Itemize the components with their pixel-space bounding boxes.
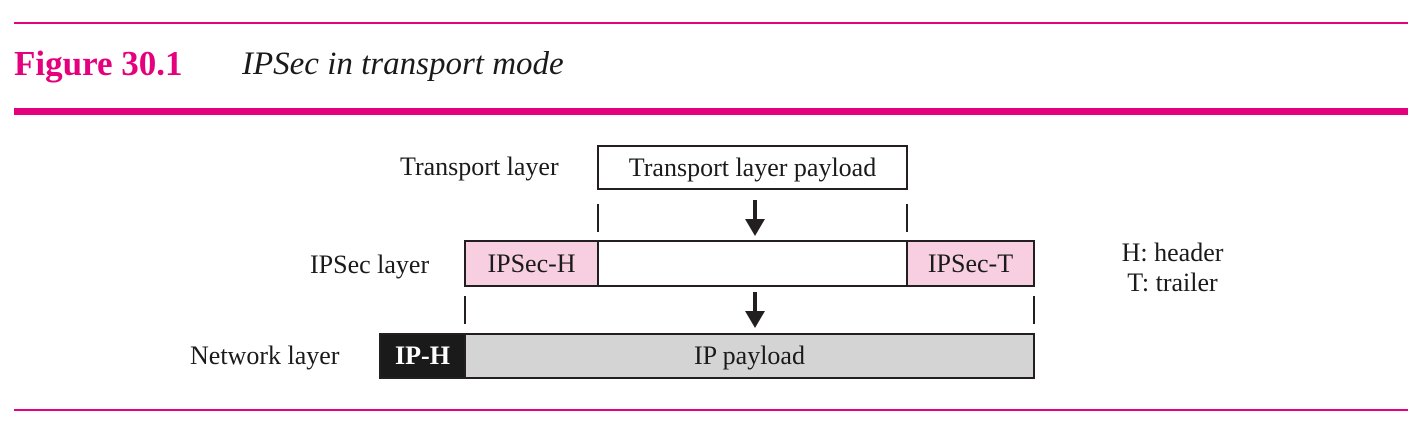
figure-title: IPSec in transport mode [242,46,564,82]
legend-trailer: T: trailer [1127,268,1218,297]
transport-payload-text: Transport layer payload [628,152,877,182]
ipsec-payload-box [597,240,908,287]
transport-right-bracket [906,204,908,232]
transport-layer-label: Transport layer [400,152,559,181]
ipsec-trailer-box: IPSec-T [906,240,1035,287]
legend: H: header T: trailer [1100,238,1245,298]
down-arrow-icon [745,292,765,328]
ipsec-left-bracket [464,296,466,324]
figure-number: Figure 30.1 [14,44,183,83]
ipsec-right-bracket [1033,296,1035,324]
legend-header: H: header [1121,238,1224,267]
transport-left-bracket [597,204,599,232]
ip-header-text: IP-H [395,341,450,370]
transport-payload-box: Transport layer payload [597,145,908,190]
down-arrow-icon [745,200,765,236]
bottom-rule [14,409,1408,411]
ipsec-layer-label: IPSec layer [310,250,430,279]
ipsec-header-box: IPSec-H [464,240,599,287]
top-rule [14,22,1408,24]
network-layer-label: Network layer [190,341,340,370]
ip-payload-text: IP payload [694,341,805,370]
ip-payload-box: IP payload [464,333,1035,379]
ipsec-header-text: IPSec-H [487,248,576,278]
ipsec-trailer-text: IPSec-T [927,248,1014,278]
ip-header-box: IP-H [379,333,466,379]
header-rule [14,108,1408,115]
